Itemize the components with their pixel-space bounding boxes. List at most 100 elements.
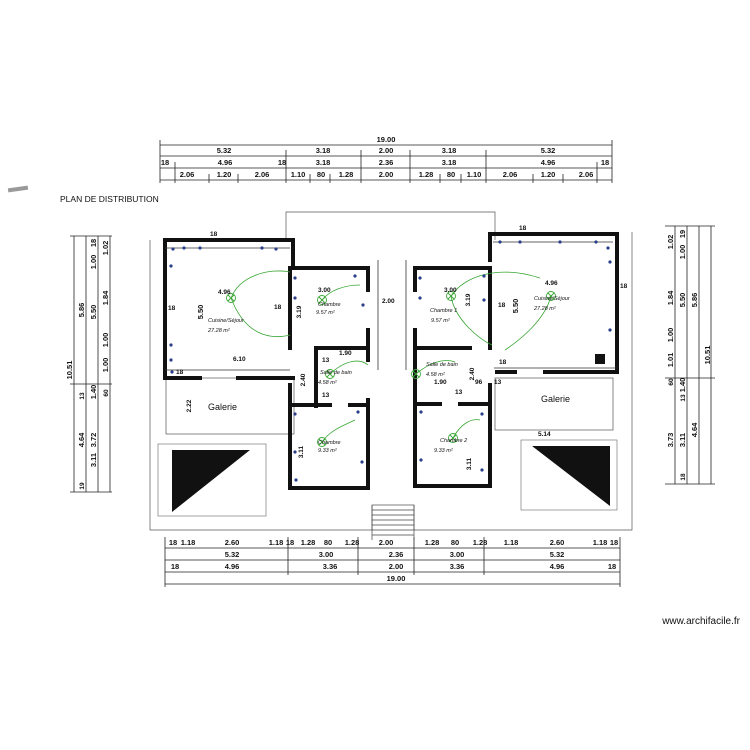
svg-text:5.32: 5.32 [217,146,232,155]
svg-text:4.96: 4.96 [218,158,233,167]
svg-text:13: 13 [79,392,86,400]
svg-text:1.00: 1.00 [101,358,110,373]
svg-text:1.00: 1.00 [678,245,687,260]
dim-top-total: 19.00 [377,135,396,144]
svg-text:18: 18 [278,158,286,167]
svg-text:4.58 m²: 4.58 m² [426,372,445,378]
svg-text:18: 18 [620,283,628,290]
svg-text:5.50: 5.50 [511,299,520,314]
svg-text:2.00: 2.00 [379,146,394,155]
svg-text:3.11: 3.11 [89,453,98,467]
svg-text:3.36: 3.36 [323,562,338,571]
svg-text:5.32: 5.32 [225,550,240,559]
svg-text:2.36: 2.36 [379,158,394,167]
svg-text:4.96: 4.96 [225,562,240,571]
svg-text:13: 13 [494,379,502,386]
svg-text:18: 18 [519,225,527,232]
svg-text:Salle de bain: Salle de bain [320,370,352,376]
svg-text:3.11: 3.11 [298,445,305,458]
svg-text:5.50: 5.50 [196,305,205,320]
svg-text:18: 18 [168,305,176,312]
svg-text:27.28 m²: 27.28 m² [207,328,230,334]
top-dimensions [159,140,613,183]
svg-text:Cuisine/Séjour: Cuisine/Séjour [208,318,245,324]
svg-text:3.11: 3.11 [678,433,687,447]
svg-text:1.00: 1.00 [89,255,98,270]
svg-text:3.73: 3.73 [666,433,675,448]
svg-text:13: 13 [322,357,330,364]
svg-text:6.10: 6.10 [233,356,246,363]
svg-text:3.00: 3.00 [319,550,334,559]
svg-text:2.36: 2.36 [389,550,404,559]
svg-text:18: 18 [608,562,616,571]
dim-left-labels: 10.51 5.86 4.64 18 1.00 5.50 3.72 1.02 1… [65,239,110,490]
svg-text:9.33 m²: 9.33 m² [434,448,453,454]
svg-text:1.28: 1.28 [473,538,488,547]
svg-text:5.86: 5.86 [690,293,699,308]
stove-icon [595,354,605,364]
svg-text:13: 13 [680,394,687,402]
dim-bottom-total: 19.00 [387,574,406,583]
entrance-stairs [371,505,415,540]
svg-text:4.96: 4.96 [545,280,558,287]
svg-text:9.57 m²: 9.57 m² [431,318,450,324]
svg-text:13: 13 [322,392,330,399]
dim-bottom-row1: 18 1.18 2.60 1.18 18 1.28 80 1.28 2.00 1… [169,538,618,547]
svg-text:18: 18 [89,239,98,247]
svg-text:18: 18 [610,538,618,547]
planter-right [520,439,618,511]
svg-text:10.51: 10.51 [703,346,712,365]
svg-text:1.28: 1.28 [301,538,316,547]
dim-bottom-row3: 18 4.96 3.36 2.00 3.36 4.96 18 [171,562,616,571]
planter-left [157,443,267,517]
svg-text:18: 18 [176,369,184,376]
svg-text:1.40: 1.40 [89,385,98,400]
dim-top-row1: 5.32 3.18 2.00 3.18 5.32 [217,146,556,155]
svg-text:3.00: 3.00 [444,287,457,294]
plan-title: PLAN DE DISTRIBUTION [60,194,159,204]
dim-bottom-row2: 5.32 3.00 2.36 3.00 5.32 [225,550,565,559]
svg-text:2.06: 2.06 [503,170,518,179]
svg-text:2.40: 2.40 [300,373,307,386]
svg-text:18: 18 [161,158,169,167]
svg-text:1.10: 1.10 [467,170,482,179]
svg-text:18: 18 [499,359,507,366]
svg-text:2.60: 2.60 [550,538,565,547]
svg-text:3.11: 3.11 [466,457,473,470]
svg-text:Chambre: Chambre [318,302,341,308]
svg-text:3.19: 3.19 [465,293,472,306]
svg-text:1.84: 1.84 [101,290,110,305]
svg-text:5.50: 5.50 [89,305,98,320]
svg-text:1.20: 1.20 [217,170,232,179]
svg-text:2.06: 2.06 [255,170,270,179]
svg-text:Salle de bain: Salle de bain [426,362,458,368]
svg-text:2.06: 2.06 [180,170,195,179]
svg-text:1.28: 1.28 [419,170,434,179]
svg-text:5.14: 5.14 [538,431,551,438]
svg-text:5.50: 5.50 [678,293,687,308]
svg-text:80: 80 [317,170,325,179]
svg-text:80: 80 [324,538,332,547]
svg-text:1.18: 1.18 [593,538,608,547]
svg-text:1.02: 1.02 [101,241,110,256]
bottom-dimensions [164,537,621,587]
svg-text:1.10: 1.10 [291,170,306,179]
svg-text:18: 18 [169,538,177,547]
svg-text:2.22: 2.22 [186,399,193,412]
svg-text:2.00: 2.00 [379,538,394,547]
svg-text:3.18: 3.18 [316,146,331,155]
svg-text:1.40: 1.40 [678,378,687,393]
svg-text:2.00: 2.00 [382,298,395,305]
svg-text:Chambre 2: Chambre 2 [440,438,467,444]
svg-text:1.90: 1.90 [339,350,352,357]
svg-text:1.18: 1.18 [504,538,519,547]
dim-top-row2: 18 4.96 18 3.18 2.36 3.18 4.96 18 [161,158,609,167]
left-dimensions [70,235,112,493]
svg-text:19: 19 [678,230,687,238]
room-labels-left: Cuisine/Séjour 27.28 m² Chambre 9.57 m² … [207,302,352,454]
scan-mark [7,185,29,193]
svg-text:2.06: 2.06 [579,170,594,179]
svg-text:4.64: 4.64 [690,422,699,437]
svg-text:4.96: 4.96 [550,562,565,571]
